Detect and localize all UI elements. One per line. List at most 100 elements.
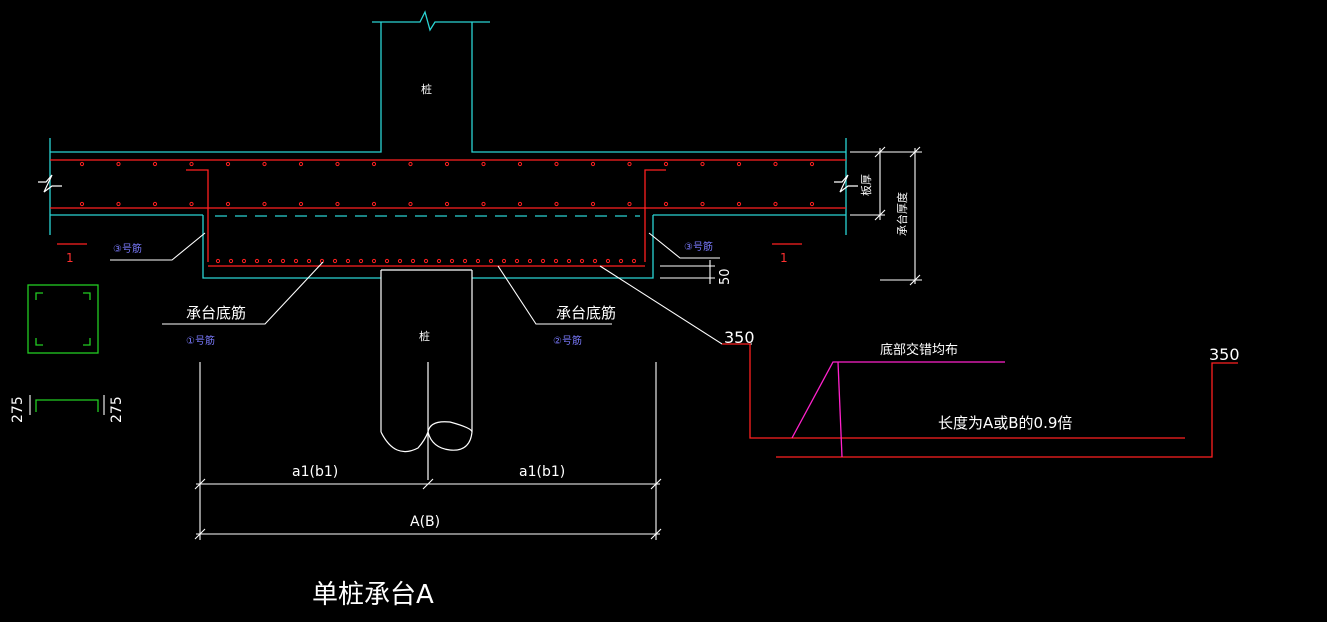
dim-275-right-label: 275 <box>109 396 125 423</box>
stirrup-corner-tr <box>83 292 91 300</box>
rebar-dot <box>444 161 450 167</box>
dim-a1-left-label: a1(b1) <box>292 464 338 480</box>
bar3-left-label: ③号筋 <box>113 242 142 255</box>
upper-pile-outline <box>50 22 382 153</box>
tick <box>422 478 434 490</box>
rebar-dot <box>663 201 669 207</box>
detail-bar-lower <box>776 362 1238 458</box>
rebar-dot <box>189 201 194 207</box>
rebar-dot <box>627 201 632 207</box>
labels: 桩 桩 板厚 承台厚度 ③号筋 ③号筋 承台底筋 承台底筋 ①号筋 ②号筋 1 … <box>10 82 1240 610</box>
rebar-dot <box>517 201 523 207</box>
tick <box>194 478 206 490</box>
rebar-dot <box>79 201 85 207</box>
rebar-dot <box>809 201 815 207</box>
cover-50-label: 50 <box>718 268 733 285</box>
rebar-dot <box>809 161 815 167</box>
dimensions <box>29 146 922 540</box>
reinforcement <box>50 159 846 267</box>
section-mark-right: 1 <box>780 251 788 265</box>
rebar-dot <box>371 258 377 264</box>
rebar-dot <box>517 161 523 167</box>
rebar-dots <box>79 161 815 264</box>
rebar-dot <box>436 258 442 264</box>
rebar-dot <box>554 161 559 167</box>
rebar-dot <box>566 258 572 264</box>
rebar-dot <box>267 258 273 264</box>
bar2-label: ②号筋 <box>553 334 582 347</box>
rebar-dot <box>663 161 669 167</box>
rebar-dot <box>501 258 507 264</box>
rebar-dot <box>384 258 390 264</box>
rebar-dot <box>228 258 234 264</box>
stirrup-box <box>27 284 99 354</box>
rebar-dot <box>618 258 624 264</box>
lower-pile <box>380 269 473 480</box>
rebar-dot <box>540 258 546 264</box>
rebar-dot <box>358 258 364 264</box>
rebar-dot <box>475 258 481 264</box>
tick <box>874 209 886 221</box>
stirrup-corner-br <box>83 338 91 346</box>
rebar-dot <box>298 201 304 207</box>
pile-break-right <box>427 421 473 451</box>
cap-bottom-bar-right-label: 承台底筋 <box>556 304 616 322</box>
bent-bar-detail <box>722 343 1238 458</box>
cap-bottom-bar-left-label: 承台底筋 <box>186 304 246 322</box>
rebar-dot <box>116 161 121 167</box>
rebar-dot <box>397 258 403 264</box>
length-note: 长度为A或B的0.9倍 <box>938 414 1072 432</box>
rebar-dot <box>332 258 338 264</box>
detail-slope <box>791 361 1005 439</box>
bar1-label: ①号筋 <box>186 334 215 347</box>
rebar-dot <box>345 258 351 264</box>
rebar-dot <box>514 258 520 264</box>
rebar-dot <box>262 201 267 207</box>
rebar-dot <box>116 201 121 207</box>
right-break-symbol <box>834 174 858 193</box>
rebar-dot <box>590 201 596 207</box>
staggered-note: 底部交错均布 <box>880 342 958 358</box>
rebar-dot <box>225 201 231 207</box>
leader-bottom-right <box>497 265 612 325</box>
structure-outline <box>49 10 847 279</box>
rebar-dot <box>773 201 778 207</box>
tick <box>909 146 921 158</box>
rebar-dot <box>189 161 194 167</box>
rebar-dot <box>627 161 632 167</box>
rebar-dot <box>152 201 158 207</box>
stirrup-detail <box>35 399 99 412</box>
rebar-dot <box>423 258 429 264</box>
stirrup-corner-tl <box>35 292 43 300</box>
rebar-dot <box>700 201 705 207</box>
drawing-title: 单桩承台A <box>312 580 434 610</box>
detail-vertical <box>837 361 843 458</box>
tick <box>650 478 662 490</box>
dim-a1-right-label: a1(b1) <box>519 464 565 480</box>
rebar-dot <box>605 258 611 264</box>
rebar-dot <box>293 258 299 264</box>
rebar-dot <box>773 161 778 167</box>
rebar-dot <box>335 201 340 207</box>
pile-label-top: 桩 <box>421 82 432 96</box>
bar3-right-hook <box>644 169 666 262</box>
rebar-dot <box>371 201 377 207</box>
top-break-line <box>372 10 490 32</box>
rebar-dot <box>481 201 486 207</box>
rebar-dot <box>449 258 455 264</box>
rebar-dot <box>579 258 585 264</box>
leader-bar3-right <box>648 232 720 259</box>
cap-thickness-label: 承台厚度 <box>895 192 909 236</box>
tick <box>874 146 886 158</box>
bar3-left-hook <box>186 169 209 262</box>
pile-break-left <box>380 431 429 453</box>
stirrup-section <box>27 284 99 412</box>
rebar-dot <box>462 258 468 264</box>
rebar-dot <box>79 161 85 167</box>
rebar-dot <box>152 161 158 167</box>
rebar-dot <box>488 258 494 264</box>
rebar-dot <box>410 258 416 264</box>
rebar-dot <box>590 161 596 167</box>
rebar-dot <box>592 258 598 264</box>
